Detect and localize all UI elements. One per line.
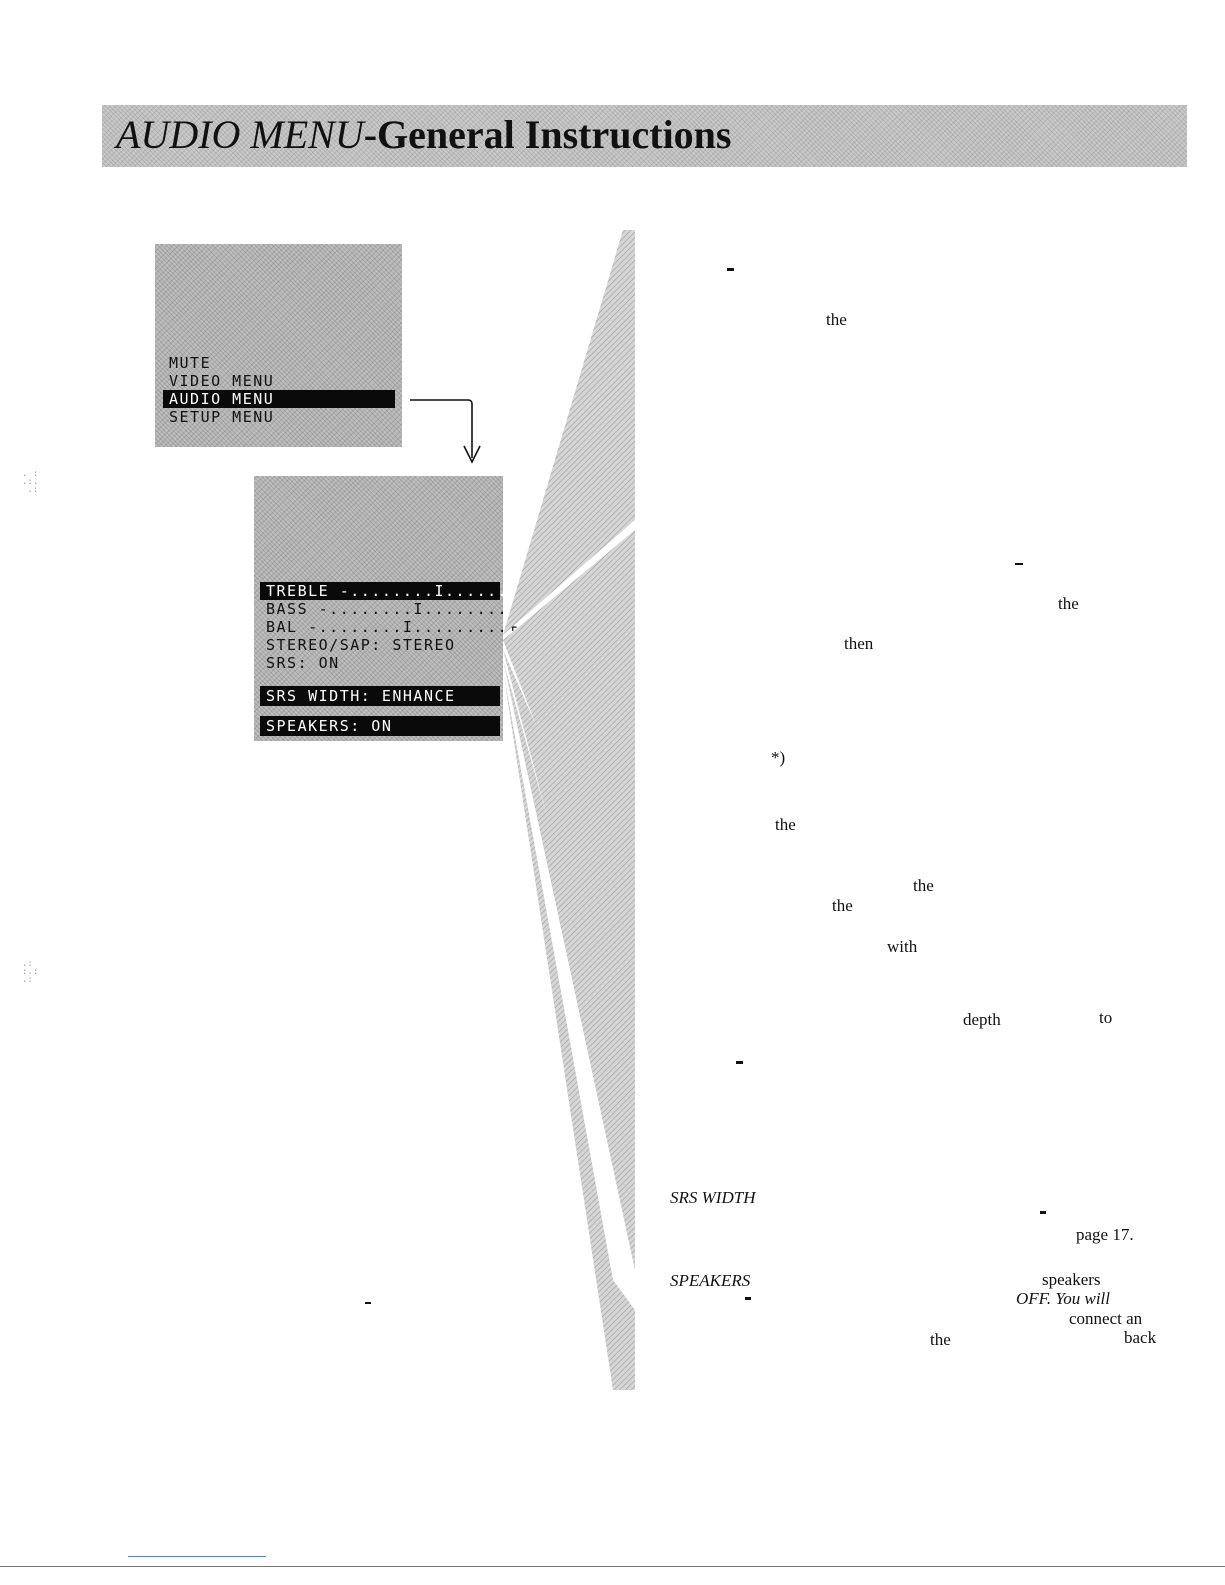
text-fragment: the	[826, 310, 847, 329]
text-fragment: speakers	[1042, 1270, 1101, 1289]
text-fragment: the	[1058, 594, 1079, 613]
audio-item-srs-width[interactable]: SRS WIDTH: ENHANCE	[260, 686, 500, 706]
dash-mark	[727, 268, 734, 271]
text-fragment: the	[930, 1330, 951, 1349]
main-menu-screen: MUTE VIDEO MENU AUDIO MENU SETUP MENU	[155, 244, 402, 447]
scan-speckle: . : .:. .:	[22, 469, 39, 495]
srs-width-heading: SRS WIDTH	[670, 1188, 756, 1207]
audio-item-stereo-sap[interactable]: STEREO/SAP: STEREO	[266, 636, 456, 654]
text-fragment: with	[887, 937, 918, 956]
text-fragment: *)	[771, 748, 786, 767]
audio-item-bass[interactable]: BASS -........I.........+	[266, 600, 530, 618]
text-fragment: the	[913, 876, 934, 895]
callout-beams	[503, 230, 635, 1390]
menu-item-audio-menu[interactable]: AUDIO MENU	[163, 390, 395, 408]
page-title-bold: -General Instructions	[363, 112, 732, 157]
footer-link-underline	[128, 1556, 266, 1557]
dash-mark	[1040, 1211, 1046, 1214]
dash-mark	[736, 1061, 743, 1064]
scan-speckle: .: :.: .:	[22, 959, 39, 985]
menu-arrow-icon	[410, 399, 481, 464]
text-fragment: then	[844, 634, 874, 653]
page-title: AUDIO MENU-General Instructions	[116, 111, 732, 159]
text-fragment: connect an	[1069, 1309, 1143, 1328]
text-fragment: back	[1124, 1328, 1157, 1347]
text-fragment: the	[832, 896, 853, 915]
menu-item-mute[interactable]: MUTE	[169, 354, 212, 372]
dash-mark	[745, 1297, 751, 1300]
text-fragment: to	[1099, 1008, 1113, 1027]
menu-item-setup-menu[interactable]: SETUP MENU	[169, 408, 275, 426]
audio-item-treble[interactable]: TREBLE -........I.........+	[260, 582, 549, 600]
header-banner: AUDIO MENU-General Instructions	[102, 105, 1187, 167]
text-fragment: depth	[963, 1010, 1001, 1029]
page-reference: page 17.	[1076, 1225, 1134, 1244]
dash-mark	[365, 1302, 371, 1304]
speakers-heading: SPEAKERS	[670, 1271, 751, 1290]
page-bottom-rule	[0, 1566, 1225, 1567]
page-title-italic: AUDIO MENU	[116, 112, 364, 157]
text-fragment: OFF. You will	[1016, 1289, 1111, 1308]
audio-item-bal[interactable]: BAL -........I.........+	[266, 618, 519, 636]
audio-menu-screen: TREBLE -........I.........+ BASS -......…	[254, 476, 549, 741]
dash-mark	[1015, 563, 1023, 565]
menu-item-video-menu[interactable]: VIDEO MENU	[169, 372, 275, 390]
audio-item-srs[interactable]: SRS: ON	[266, 654, 340, 672]
text-fragment: the	[775, 815, 796, 834]
audio-item-speakers[interactable]: SPEAKERS: ON	[260, 716, 500, 736]
